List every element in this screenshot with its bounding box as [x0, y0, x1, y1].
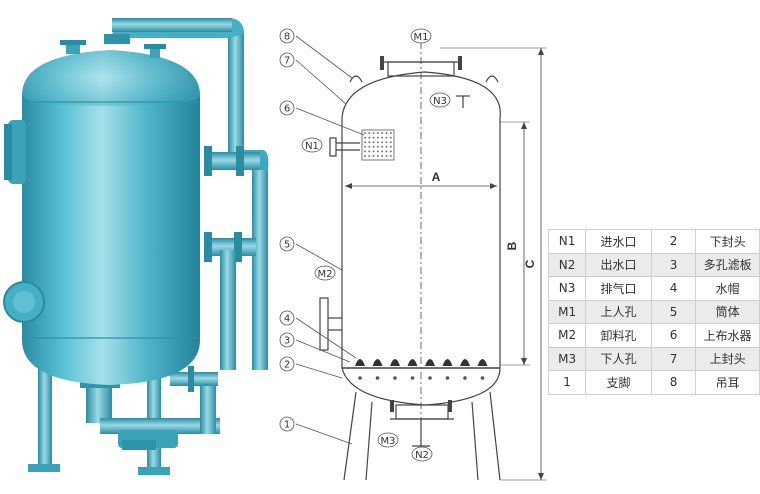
- nozzle-labels: M1 N1 N3 M2 M3 N2: [301, 28, 451, 462]
- svg-text:7: 7: [284, 56, 290, 67]
- nozzle-n2: N2: [415, 450, 429, 461]
- leg-left: [343, 391, 373, 481]
- legend-name: 下人孔: [585, 346, 652, 371]
- legend-part: 下封头: [695, 229, 760, 254]
- side-discharge-nozzle: [319, 297, 329, 351]
- callout-4: 4: [279, 310, 295, 326]
- riser-pipe: [104, 18, 269, 370]
- legend-part: 吊耳: [695, 370, 760, 395]
- callout-3: 3: [279, 332, 295, 348]
- legend-code: M3: [547, 346, 587, 371]
- nozzle-m3: M3: [381, 436, 396, 447]
- legend-code: N2: [547, 252, 587, 277]
- nozzle-m1: M1: [414, 32, 429, 43]
- callout-7: 7: [279, 52, 295, 68]
- legend-name: 上人孔: [585, 299, 652, 324]
- legend-part: 上布水器: [695, 323, 760, 348]
- svg-text:2: 2: [284, 360, 290, 371]
- callout-8: 8: [279, 28, 295, 44]
- upper-head: [341, 71, 501, 119]
- top-nozzles: [60, 40, 166, 58]
- callout-1: 1: [279, 416, 295, 432]
- legend-part: 上封头: [695, 346, 760, 371]
- legend-name: 卸料孔: [585, 323, 652, 348]
- legend-name: 出水口: [585, 252, 652, 277]
- legend-number: 3: [650, 252, 697, 277]
- tank-photo: [3, 18, 269, 475]
- side-manhole: [3, 120, 45, 323]
- tank-drawing: 1 2 3 4 5 6 7 8 M1 N1 N3 M2 M3 N2 A B C: [279, 28, 546, 481]
- callout-2: 2: [279, 356, 295, 372]
- legend-part: 筒体: [695, 299, 760, 324]
- outlet-piping: [80, 366, 220, 450]
- water-caps: [355, 359, 488, 366]
- legend-code: N3: [547, 276, 587, 301]
- lifting-lug-left: [349, 75, 363, 83]
- filter-plate-holes: [358, 376, 485, 380]
- callout-5: 5: [279, 236, 295, 252]
- leg-right: [471, 391, 501, 481]
- legend-number: 7: [650, 346, 697, 371]
- bottom-manhole: [395, 404, 449, 420]
- upper-distributor: [361, 129, 395, 161]
- nozzle-n3: N3: [433, 96, 447, 107]
- lifting-lug-right: [485, 75, 499, 83]
- dimension-c: C: [523, 259, 537, 268]
- svg-text:5: 5: [284, 240, 290, 251]
- svg-text:4: 4: [284, 314, 290, 325]
- dimension-b: B: [505, 241, 519, 250]
- legend-name: 支脚: [585, 370, 652, 395]
- svg-text:1: 1: [284, 420, 290, 431]
- nozzle-n1: N1: [305, 141, 319, 152]
- callout-6: 6: [279, 100, 295, 116]
- legend-code: N1: [547, 229, 587, 254]
- legend-number: 8: [650, 370, 697, 395]
- legend-part: 水帽: [695, 276, 760, 301]
- legend-code: M1: [547, 299, 587, 324]
- svg-text:3: 3: [284, 336, 290, 347]
- svg-text:8: 8: [284, 32, 290, 43]
- legend-number: 6: [650, 323, 697, 348]
- legend-number: 4: [650, 276, 697, 301]
- svg-text:6: 6: [284, 104, 290, 115]
- legend-name: 排气口: [585, 276, 652, 301]
- legend-code: M2: [547, 323, 587, 348]
- legend-name: 进水口: [585, 229, 652, 254]
- dimension-a: A: [432, 170, 441, 184]
- tank-body: [22, 50, 200, 385]
- legend-code: 1: [547, 370, 587, 395]
- nozzle-m2: M2: [318, 269, 333, 280]
- legend-number: 2: [650, 229, 697, 254]
- legend-number: 5: [650, 299, 697, 324]
- legend-part: 多孔滤板: [695, 252, 760, 277]
